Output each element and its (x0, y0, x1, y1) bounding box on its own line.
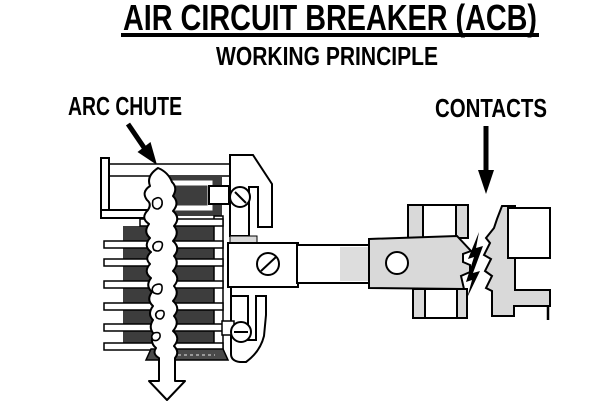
contacts-arrow-head (478, 170, 494, 194)
arc-chute-label: ARC CHUTE (68, 91, 182, 121)
screw-slot (234, 191, 247, 204)
page-title: AIR CIRCUIT BREAKER (ACB) (123, 0, 537, 38)
fixed-contact-terminal (507, 207, 551, 259)
contacts-assembly (368, 204, 551, 320)
pivot-hole (385, 251, 409, 275)
screw-slot (260, 256, 277, 272)
top-clamp-side (455, 204, 469, 239)
arc-chute-terminal-tab (208, 185, 230, 205)
arc-fin (139, 218, 224, 227)
arc-chute-arrow-head (137, 142, 157, 165)
gasket-strip (229, 235, 258, 244)
flame-squiggle (154, 309, 165, 320)
top-clamp (422, 204, 457, 239)
title-underline (121, 33, 539, 37)
top-clamp-side (407, 204, 424, 239)
contacts-label: CONTACTS (435, 93, 547, 123)
bottom-clamp-side (412, 288, 426, 319)
spark-bolt-icon (466, 232, 483, 298)
arc-flame (143, 167, 186, 401)
pole-mechanism (221, 154, 371, 363)
flame-squiggle (151, 196, 163, 210)
bottom-clamp (424, 288, 458, 319)
flame-squiggle (151, 283, 163, 295)
bottom-clamp-side (456, 288, 468, 319)
lower-support-bracket (230, 288, 267, 363)
header: AIR CIRCUIT BREAKER (ACB) WORKING PRINCI… (121, 0, 539, 71)
flame-squiggle (150, 331, 161, 342)
arc-flame-details (150, 196, 165, 342)
fixed-contact (482, 205, 551, 317)
callouts: ARC CHUTE CONTACTS (68, 91, 547, 194)
arc-chute-arrow-line (125, 122, 148, 151)
moving-contact (368, 234, 473, 291)
arc-chute-assembly (100, 157, 231, 401)
page-subtitle: WORKING PRINCIPLE (216, 41, 438, 71)
linkage-shaft-shading (340, 247, 369, 281)
flame-squiggle (152, 240, 164, 252)
